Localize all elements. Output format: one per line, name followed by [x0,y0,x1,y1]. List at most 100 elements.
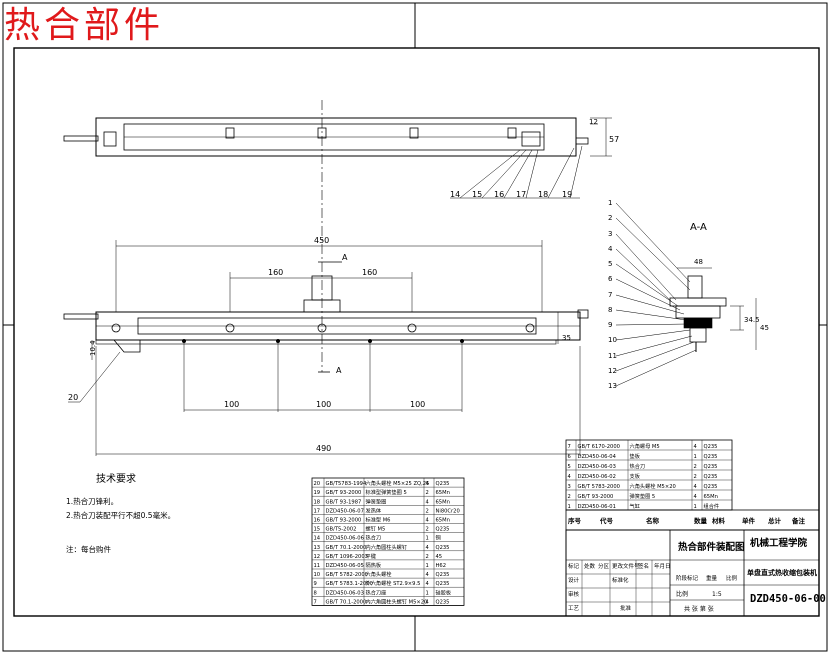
bom-right-cell: 1 [694,504,697,510]
svg-text:6: 6 [608,275,613,283]
bom-left-cell: 内六角圆柱头螺钉 M5×20 [366,597,428,605]
section-mid-dim: 34.5 [744,316,760,324]
bom-left-cell: DZD450-06-06 [326,536,364,542]
bom-left-cell: 20 [314,481,321,487]
bom-left-cell: 4 [426,572,430,578]
bom-right-cell: DZD450-06-04 [578,454,617,460]
bom-right-cell: Q235 [704,484,718,490]
front-right-pitch-dim: 160 [362,268,377,277]
svg-text:单件: 单件 [742,516,756,525]
front-overall-top-dim: 450 [314,236,329,245]
bom-left-cell: 隔热板 [366,561,382,569]
notes-item-2: 2.热合刀装配平行不超0.5毫米。 [66,510,175,520]
svg-text:11: 11 [608,352,617,360]
svg-text:名称: 名称 [646,516,660,525]
bom-right-cell: 六角头螺栓 M5×20 [630,482,676,490]
notes-heading: 技术要求 [96,472,136,485]
bom-right-cell: GB/T 93-2000 [578,494,614,500]
bom-left-cell: 弹簧垫圈 [366,497,387,505]
drawing-name: 热合部件装配图 [678,541,745,553]
bom-right-cell: 气缸 [630,502,640,510]
front-left-pitch-dim: 160 [268,268,283,277]
svg-text:标记: 标记 [568,562,580,570]
bom-right-cell: 4 [694,444,698,450]
bom-right-cell: 2 [694,464,697,470]
bom-left-cell: 内六角圆柱头螺钉 [366,543,408,551]
bom-left-cell: 12 [314,554,321,560]
front-bottom-pitch-2: 100 [316,400,331,409]
svg-text:序号: 序号 [567,516,582,525]
svg-text:年月日: 年月日 [654,562,671,570]
bom-left-cell: GB/T 5782-2000 [326,572,368,578]
bom-left-cell: 硅胶板 [436,588,452,596]
svg-text:总计: 总计 [768,516,782,525]
project-name: 单盘直式热收缩包装机 [747,568,817,577]
bom-left-cell: Ni80Cr20 [436,508,460,514]
front-bottom-pitch-1: 100 [224,400,239,409]
school-name: 机械工程学院 [750,537,808,549]
bom-left-cell: 4 [426,499,430,505]
bom-left-cell: 65Mn [436,490,450,496]
sheet-count: 共 张 第 张 [684,605,714,613]
bom-left-cell: GB/T 1096-2003 [326,554,368,560]
bom-left-cell: 1 [426,536,429,542]
bom-left-cell: 外六角螺栓 ST2.9×9.5 [366,579,421,587]
bom-left-cell: Q235 [436,599,450,605]
top-view-rod-left [63,135,99,142]
bom-left-cell: 8 [314,590,317,596]
bom-left-cell: 1 [426,563,429,569]
bom-right-cell: Q235 [704,454,718,460]
section-balloons: 1 2 3 4 5 6 7 8 9 10 11 12 13 [608,199,617,390]
svg-text:15: 15 [472,190,482,199]
svg-text:分区: 分区 [598,562,610,570]
notes-footnote: 注：每台购件 [66,544,111,554]
drawing-number: DZD450-06-00 [750,593,826,605]
svg-text:7: 7 [608,291,612,299]
title-block-labels: 标记 处数 分区 更改文件号 签名 年月日 设计 标准化 审核 工艺 批准 阶段… [568,562,738,612]
bom-right-cell: 1 [568,504,571,510]
svg-text:12: 12 [608,367,617,375]
bom-left-cell: H62 [436,563,447,569]
bom-left-cell: DZD450-06-07 [326,508,364,514]
bom-right-cell: 支板 [630,472,641,480]
bom-left-cell: 15 [314,527,321,533]
front-balloon-20: 20 [68,393,78,402]
bom-right-cell: 7 [568,444,571,450]
bom-left-cell: 17 [314,508,321,514]
bom-right-cell: GB/T 6170-2000 [578,444,620,450]
top-view-clamp-left [103,131,117,147]
notes-item-1: 1.热合刀锋利。 [66,496,118,506]
bom-left-cell: 7 [314,599,317,605]
top-view-clamp-right [521,131,541,147]
bom-left-cell: 45 [436,554,443,560]
bom-left-cell: 2 [426,527,429,533]
svg-text:重量: 重量 [706,574,718,582]
svg-text:材料: 材料 [711,516,726,525]
bom-left-cell: 11 [314,563,321,569]
bom-left-cell: Q235 [436,572,450,578]
front-view: 450 160 160 A A [63,190,589,456]
section-view: A-A 48 34.5 45 1 2 3 4 5 6 7 8 [608,199,769,390]
bom-left-cell: 平键 [366,552,376,560]
front-bottom-pitch-3: 100 [410,400,425,409]
cut-mark-top: A [342,253,348,262]
bom-left-cell: 2 [426,490,429,496]
svg-text:1: 1 [608,199,612,207]
bom-left-cell: 螺钉 M5 [366,525,386,533]
bom-right-cell: 2 [568,494,571,500]
bom-left-cell: 65Mn [436,499,450,505]
svg-text:标准化: 标准化 [612,576,629,584]
bom-right-cell: 5 [568,464,571,470]
svg-text:18: 18 [538,190,548,199]
inner-border [13,47,820,617]
svg-text:工艺: 工艺 [568,605,580,612]
svg-text:更改文件号: 更改文件号 [612,562,640,570]
bom-left-cell: 铜 [436,534,441,542]
bom-left-cell: 65Mn [436,518,450,524]
bom-right-cell: 热合刀 [630,462,646,470]
bom-right-cell: 4 [694,484,698,490]
bom-header: 序号 代号 名称 数量 材料 单件 总计 备注 [565,509,820,531]
